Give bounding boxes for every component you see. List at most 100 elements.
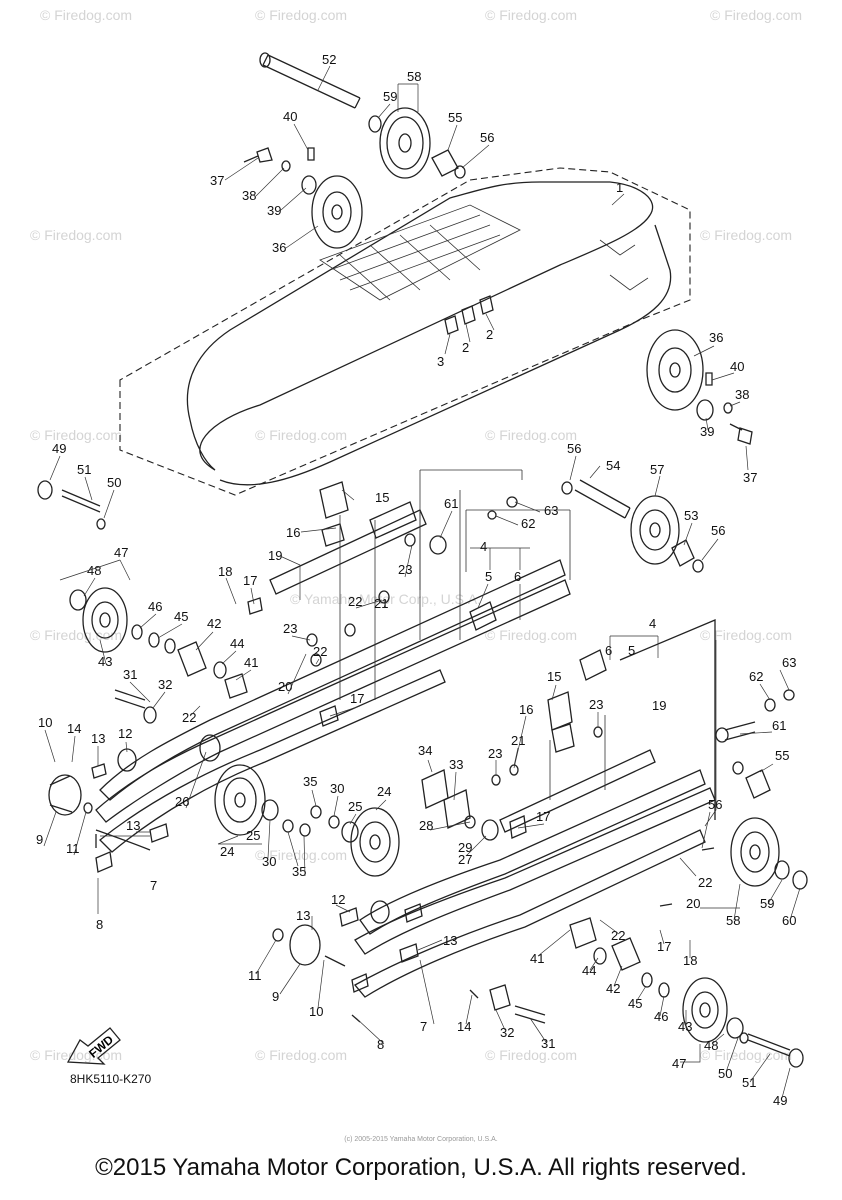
callout-label: 62	[749, 669, 763, 684]
callout-label: 8	[377, 1037, 384, 1052]
callout-label: 9	[36, 832, 43, 847]
callout-label: 17	[243, 573, 257, 588]
leader-set	[43, 65, 801, 1099]
callout-label: 35	[292, 864, 306, 879]
callout-label: 63	[544, 503, 558, 518]
callout-label: 17	[657, 939, 671, 954]
callout-label: 12	[331, 892, 345, 907]
callout-label: 11	[248, 968, 262, 983]
watermark: © Firedog.com	[485, 7, 577, 23]
watermark: © Firedog.com	[700, 627, 792, 643]
callout-label: 5	[628, 643, 635, 658]
watermark: © Firedog.com	[255, 847, 347, 863]
callout-label: 19	[652, 698, 666, 713]
diagram-code: 8HK5110-K270	[70, 1072, 152, 1086]
callout-label: 16	[286, 525, 300, 540]
watermark: © Firedog.com	[30, 627, 122, 643]
track-belt	[119, 167, 691, 496]
watermarks: © Firedog.com © Firedog.com © Firedog.co…	[30, 7, 802, 1063]
watermark: © Firedog.com	[485, 627, 577, 643]
callout-label: 18	[218, 564, 232, 579]
callout-label: 30	[330, 781, 344, 796]
callout-label: 11	[66, 841, 80, 856]
callout-label: 54	[606, 458, 620, 473]
callout-label: 32	[158, 677, 172, 692]
watermark: © Firedog.com	[700, 1047, 792, 1063]
callout-label: 13	[296, 908, 310, 923]
callout-label: 14	[457, 1019, 471, 1034]
right-upper-shaft	[419, 469, 704, 631]
callout-label: 30	[262, 854, 276, 869]
callout-label: 24	[220, 844, 234, 859]
callout-label: 41	[530, 951, 544, 966]
callout-label: 52	[322, 52, 336, 67]
callout-label: 46	[148, 599, 162, 614]
callout-label: 16	[519, 702, 533, 717]
callout-label: 3	[437, 354, 444, 369]
callout-label: 60	[782, 913, 796, 928]
callout-label: 35	[303, 774, 317, 789]
watermark: © Firedog.com	[485, 427, 577, 443]
callout-label: 23	[589, 697, 603, 712]
callout-label: 50	[718, 1066, 732, 1081]
lower-rear-assembly	[114, 689, 804, 1068]
callout-label: 15	[547, 669, 561, 684]
lower-rail-front	[272, 900, 479, 1023]
watermark: © Firedog.com	[30, 427, 122, 443]
callout-label: 37	[210, 173, 224, 188]
callout-label: 10	[309, 1004, 323, 1019]
callout-label: 56	[567, 441, 581, 456]
callout-label: 49	[52, 441, 66, 456]
callout-label: 61	[444, 496, 458, 511]
callout-label: 25	[348, 799, 362, 814]
callout-label: 32	[500, 1025, 514, 1040]
callout-label: 20	[278, 679, 292, 694]
callout-label: 13	[91, 731, 105, 746]
callout-label: 63	[782, 655, 796, 670]
callout-label: 2	[462, 340, 469, 355]
callout-label: 51	[742, 1075, 756, 1090]
callout-label: 56	[711, 523, 725, 538]
right-upper-wheel	[646, 329, 753, 445]
callout-label: 1	[616, 180, 623, 195]
callout-label: 21	[511, 733, 525, 748]
watermark: © Firedog.com	[255, 427, 347, 443]
callout-label: 7	[420, 1019, 427, 1034]
left-rail-front	[48, 748, 169, 873]
watermark: © Firedog.com	[255, 7, 347, 23]
callout-label: 44	[230, 636, 244, 651]
callout-label: 22	[611, 928, 625, 943]
callout-label: 5	[485, 569, 492, 584]
callout-label: 50	[107, 475, 121, 490]
callout-label: 2	[486, 327, 493, 342]
callout-label: 37	[743, 470, 757, 485]
callout-label: 47	[114, 545, 128, 560]
callout-label: 19	[268, 548, 282, 563]
watermark: © Firedog.com	[255, 1047, 347, 1063]
callout-label: 42	[606, 981, 620, 996]
callout-label: 4	[649, 616, 656, 631]
callout-label: 44	[582, 963, 596, 978]
watermark: © Firedog.com	[710, 7, 802, 23]
callout-label: 22	[313, 644, 327, 659]
callout-label: 23	[283, 621, 297, 636]
upper-rail	[95, 481, 571, 853]
watermark: © Firedog.com	[700, 227, 792, 243]
lower-rail	[353, 619, 808, 998]
callout-label: 40	[730, 359, 744, 374]
callout-label: 36	[709, 330, 723, 345]
callout-label: 55	[775, 748, 789, 763]
callout-label: 45	[174, 609, 188, 624]
callout-label: 26	[175, 794, 189, 809]
center-wheels	[214, 764, 527, 877]
watermark: © Firedog.com	[30, 227, 122, 243]
callout-label: 33	[449, 757, 463, 772]
callout-label: 25	[246, 828, 260, 843]
callout-label: 22	[698, 875, 712, 890]
callout-label: 13	[443, 933, 457, 948]
callout-label: 24	[377, 784, 391, 799]
callout-label: 10	[38, 715, 52, 730]
callout-label: 21	[374, 596, 388, 611]
callout-label: 38	[242, 188, 256, 203]
callout-label: 59	[760, 896, 774, 911]
